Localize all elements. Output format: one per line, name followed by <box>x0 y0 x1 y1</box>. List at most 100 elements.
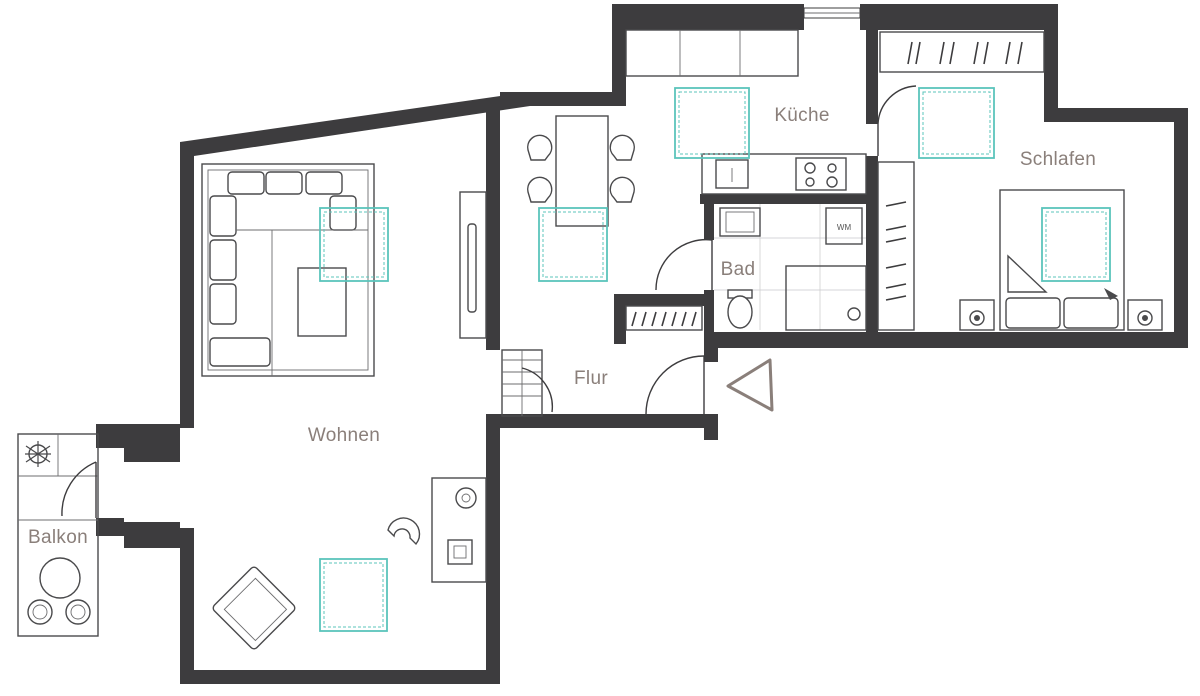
bad-shower <box>785 265 867 331</box>
balkon-table <box>39 557 81 599</box>
toilet-bowl <box>727 295 753 329</box>
marker-bed <box>1041 207 1111 282</box>
schlafen-wardrobe-left <box>877 161 915 331</box>
dining-chair-3 <box>609 134 635 161</box>
sofa-inner <box>207 169 369 371</box>
stove-burner-2 <box>827 163 837 173</box>
wall-bad-left <box>704 196 714 240</box>
washing-machine <box>825 207 863 245</box>
marker-bed-inner <box>1045 211 1107 278</box>
coffee-table <box>297 267 347 337</box>
sofa-cushion-7 <box>209 337 271 367</box>
nightstand-right <box>1127 299 1163 331</box>
bath-door-arc <box>655 238 713 291</box>
wall-wohnen-bottom <box>180 670 498 684</box>
marker-wohnen-sofa-inner <box>323 211 385 278</box>
desk <box>431 477 487 583</box>
dining-chair-2 <box>527 176 553 203</box>
bad-shower-drain <box>847 307 861 321</box>
marker-kueche-inner <box>678 91 746 155</box>
entrance-door-arc <box>645 355 705 415</box>
kitchen-sink <box>715 159 749 189</box>
schlafen-door-arc <box>877 85 917 125</box>
wall-flur-niche-left <box>614 294 626 344</box>
room-label-flur: Flur <box>574 368 608 389</box>
wall-schlafen-right-upper <box>1044 4 1058 114</box>
desk-device-inner <box>453 545 467 559</box>
desk-lamp <box>455 487 477 509</box>
sofa-cushion-1 <box>227 171 265 195</box>
washing-machine-label: WM <box>837 223 852 232</box>
balkon-door-arc <box>61 461 97 517</box>
bed-pillow-right <box>1063 297 1119 329</box>
wall-flur-bottom <box>486 414 718 428</box>
balkon-chair-right-inner <box>70 604 86 620</box>
balkon: Balkon <box>17 433 99 637</box>
flur-wardrobe-hangers <box>631 311 697 327</box>
wall-bottom-right <box>704 332 1188 348</box>
marker-dining <box>538 207 608 282</box>
wall-schlafen-left-lower <box>866 156 878 348</box>
bad-basin-inner <box>725 211 755 233</box>
flur-wardrobe <box>625 305 703 331</box>
bed-pillow-left <box>1005 297 1061 329</box>
wall-flur-niche <box>614 294 704 306</box>
wohnen-door-arc <box>521 367 554 413</box>
marker-wohnen-sofa <box>319 207 389 282</box>
desk-device <box>447 539 473 565</box>
dining-chair-1 <box>527 134 553 161</box>
flur: Flur <box>501 115 774 417</box>
room-label-wohnen: Wohnen <box>308 425 380 446</box>
sofa-cushion-4 <box>209 195 237 237</box>
wall-kitchen-top-left <box>612 4 804 30</box>
walls <box>96 4 1188 684</box>
nightstand-left <box>959 299 995 331</box>
wall-kitchen-bad <box>700 194 870 204</box>
balkon-chair-right <box>65 599 91 625</box>
marker-kueche <box>674 87 750 159</box>
desk-chair <box>387 517 421 546</box>
wall-wohnen-right-upper <box>486 102 500 350</box>
sofa-cushion-6 <box>209 283 237 325</box>
balkon-chair-left-inner <box>32 604 48 620</box>
wall-bad-left-lower <box>704 290 714 352</box>
kitchen-counter <box>701 153 867 195</box>
schlafen-wardrobe-top <box>879 31 1045 73</box>
wall-schlafen-right-step <box>1044 108 1188 122</box>
bed <box>999 189 1125 331</box>
bad: WM Bad <box>714 204 867 331</box>
sofa-cushion-5 <box>209 239 237 281</box>
wall-entry-step <box>704 338 718 362</box>
marker-schlafen-inner <box>922 91 991 155</box>
wall-wohnen-left-upper <box>180 142 194 428</box>
balkon-chair-left <box>27 599 53 625</box>
bed-blanket-fold <box>1007 254 1048 293</box>
marker-wohnen-floor-inner <box>323 562 384 628</box>
marker-wohnen-floor <box>319 558 388 632</box>
wall-flur-bottom-end <box>704 414 718 440</box>
wall-balkon-bottom <box>96 518 180 548</box>
nightstand-right-lamp <box>1137 310 1153 326</box>
room-label-bad: Bad <box>721 259 756 280</box>
wohnen: Wohnen <box>201 163 487 650</box>
bed-blanket-corner <box>1104 288 1118 300</box>
tv-board <box>459 191 487 339</box>
wall-kitchen-top-right <box>860 4 1056 30</box>
stove <box>795 157 847 191</box>
sofa-cushion-8 <box>329 195 357 231</box>
bad-basin <box>719 207 761 237</box>
wall-wohnen-right-lower <box>486 414 500 684</box>
marker-schlafen <box>918 87 995 159</box>
stove-burner-4 <box>826 176 838 188</box>
nightstand-right-lamp-center <box>1142 315 1148 321</box>
plant-icon <box>25 441 51 467</box>
wall-balkon-top <box>96 424 180 462</box>
sofa-cushion-2 <box>265 171 303 195</box>
stove-burner-1 <box>804 162 816 174</box>
nightstand-left-lamp-center <box>974 315 980 321</box>
nightstand-left-lamp <box>969 310 985 326</box>
wall-schlafen-left-upper <box>866 4 878 124</box>
desk-lamp-inner <box>461 493 471 503</box>
dining-chair-4 <box>609 176 635 203</box>
